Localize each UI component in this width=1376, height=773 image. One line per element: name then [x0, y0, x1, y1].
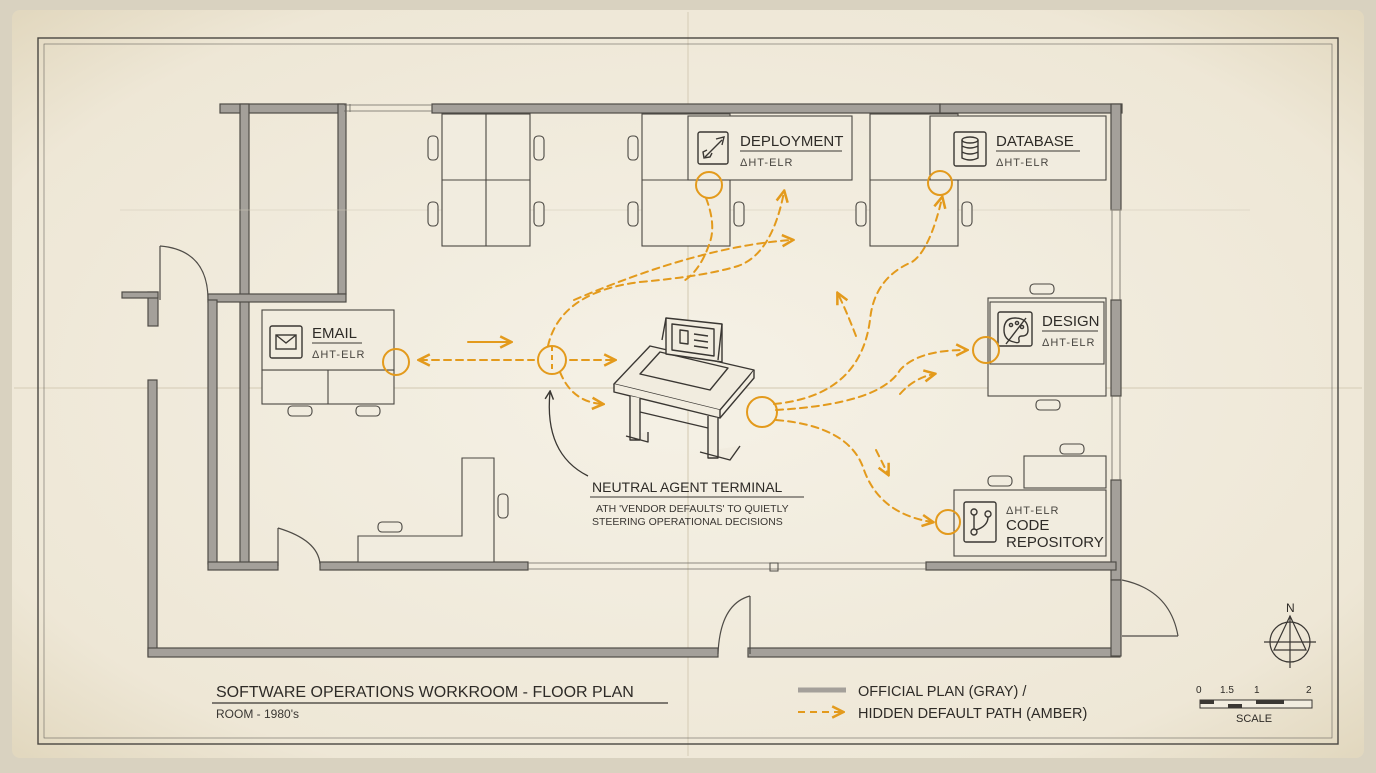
palette-icon: [997, 311, 1033, 347]
station-email[interactable]: EMAIL ΔHT-ELR: [261, 309, 395, 371]
station-label: EMAIL: [312, 325, 357, 342]
station-code-repository[interactable]: ΔHT-ELR CODE REPOSITORY: [953, 489, 1107, 557]
compass-icon: N: [1264, 601, 1316, 668]
terminal-note-line1: ATH 'VENDOR DEFAULTS' TO QUIETLY: [596, 503, 789, 515]
station-label: DEPLOYMENT: [740, 133, 843, 150]
scale-tick-1: 1.5: [1220, 685, 1234, 696]
plan-subtitle: ROOM - 1980's: [216, 707, 299, 721]
envelope-icon: [269, 325, 303, 359]
terminal-title: NEUTRAL AGENT TERMINAL: [592, 479, 783, 495]
station-code: ΔHT-ELR: [1006, 505, 1059, 517]
hidden-path-nodes: [382, 170, 1000, 535]
scale-label: SCALE: [1236, 713, 1272, 725]
scale-tick-3: 2: [1306, 685, 1312, 696]
rocket-icon: [697, 131, 729, 165]
station-database[interactable]: DATABASE ΔHT-ELR: [929, 115, 1107, 181]
station-code: ΔHT-ELR: [312, 349, 365, 361]
plan-title: SOFTWARE OPERATIONS WORKROOM - FLOOR PLA…: [216, 684, 634, 701]
station-label-line2: REPOSITORY: [1006, 534, 1104, 551]
room-walls: [121, 103, 1123, 658]
station-label-line1: CODE: [1006, 517, 1049, 534]
station-code: ΔHT-ELR: [996, 157, 1049, 169]
git-branch-icon: [963, 501, 997, 543]
sheet-border: [37, 37, 1339, 745]
station-deployment[interactable]: DEPLOYMENT ΔHT-ELR: [687, 115, 853, 181]
database-icon: [953, 131, 987, 167]
hidden-default-paths: [420, 192, 966, 522]
station-design[interactable]: DESIGN ΔHT-ELR: [989, 301, 1105, 365]
terminal-note-line2: STEERING OPERATIONAL DECISIONS: [592, 516, 783, 528]
legend-hidden: HIDDEN DEFAULT PATH (AMBER): [858, 706, 1087, 722]
station-label: DESIGN: [1042, 313, 1100, 330]
scale-tick-2: 1: [1254, 685, 1260, 696]
scale-tick-0: 0: [1196, 685, 1202, 696]
compass-label: N: [1286, 601, 1295, 615]
drafting-terminal-icon[interactable]: [613, 317, 755, 461]
station-code: ΔHT-ELR: [740, 157, 793, 169]
legend-official: OFFICIAL PLAN (GRAY) /: [858, 684, 1027, 700]
doors: [159, 245, 1179, 655]
scale-bar: 0 1.5 1 2 SCALE: [1196, 685, 1313, 725]
station-label: DATABASE: [996, 133, 1074, 150]
terminal-callout: NEUTRAL AGENT TERMINAL ATH 'VENDOR DEFAU…: [549, 392, 804, 528]
legend: OFFICIAL PLAN (GRAY) / HIDDEN DEFAULT PA…: [798, 684, 1087, 722]
station-code: ΔHT-ELR: [1042, 337, 1095, 349]
title-block: SOFTWARE OPERATIONS WORKROOM - FLOOR PLA…: [212, 684, 668, 721]
